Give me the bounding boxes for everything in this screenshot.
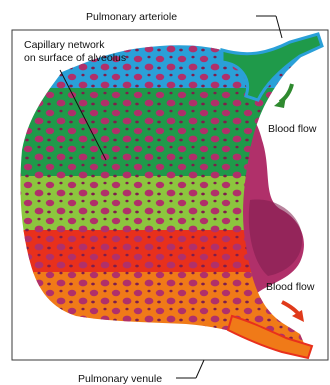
capillary-network-label-line1: Capillary network	[24, 39, 105, 51]
blood-flow-label-bottom: Blood flow	[266, 281, 315, 293]
blood-flow-label-top: Blood flow	[268, 123, 317, 135]
pulmonary-venule-label: Pulmonary venule	[78, 373, 162, 385]
arteriole-leader-line-down	[276, 16, 282, 38]
blood-flow-arrow-top	[280, 84, 292, 102]
capillary-network-label-line2: on surface of alveolus	[24, 52, 126, 64]
venule-leader-line-up	[196, 360, 204, 378]
blood-flow-arrowhead-top	[274, 96, 286, 108]
pulmonary-arteriole-label: Pulmonary arteriole	[86, 11, 177, 23]
capillary-network	[0, 30, 330, 362]
